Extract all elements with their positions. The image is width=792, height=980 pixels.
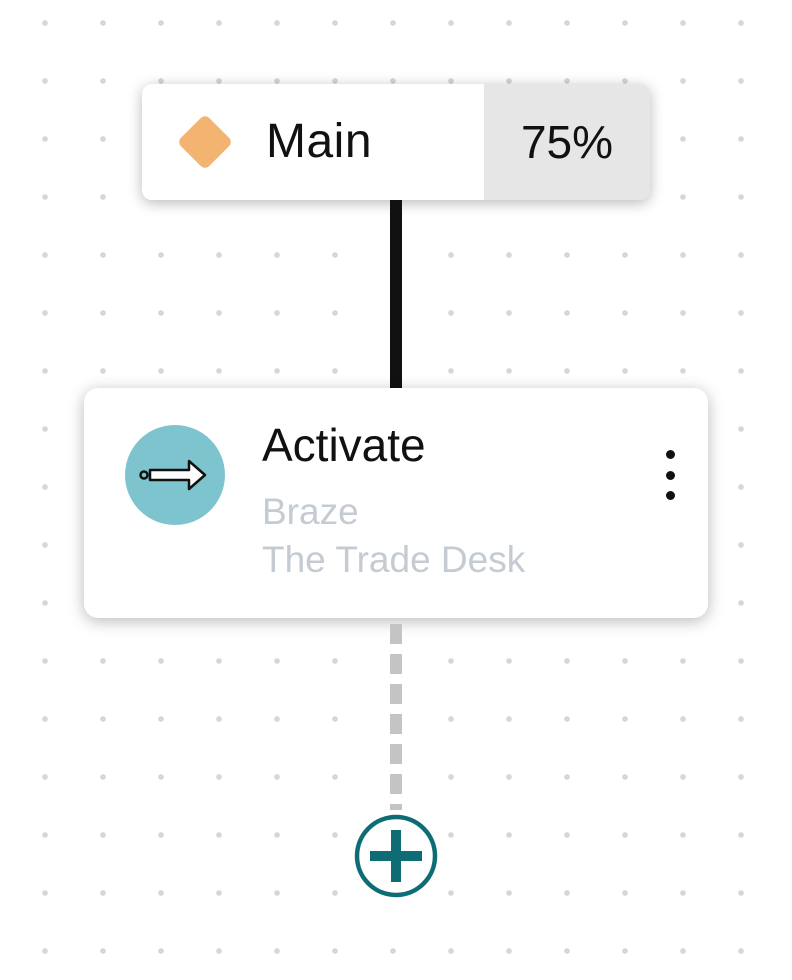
diamond-icon: [176, 113, 234, 171]
add-step-button[interactable]: [354, 814, 438, 898]
split-percentage: 75%: [484, 84, 650, 200]
connector-line: [390, 200, 402, 390]
split-node-label-area: Main: [142, 84, 484, 200]
arrow-right-icon: [139, 459, 207, 491]
activate-title: Activate: [262, 419, 426, 471]
node-menu-button[interactable]: [656, 450, 684, 500]
plus-circle-icon: [354, 814, 438, 898]
activate-icon-circle: [125, 425, 225, 525]
split-node-main[interactable]: Main 75%: [142, 84, 650, 200]
dashed-connector-line: [390, 624, 402, 810]
split-node-label: Main: [266, 115, 373, 168]
destination-the-trade-desk: The Trade Desk: [262, 539, 526, 580]
vertical-ellipsis-icon: [665, 450, 675, 459]
destination-braze: Braze: [262, 491, 359, 532]
activate-node[interactable]: Activate Braze The Trade Desk: [84, 388, 708, 618]
